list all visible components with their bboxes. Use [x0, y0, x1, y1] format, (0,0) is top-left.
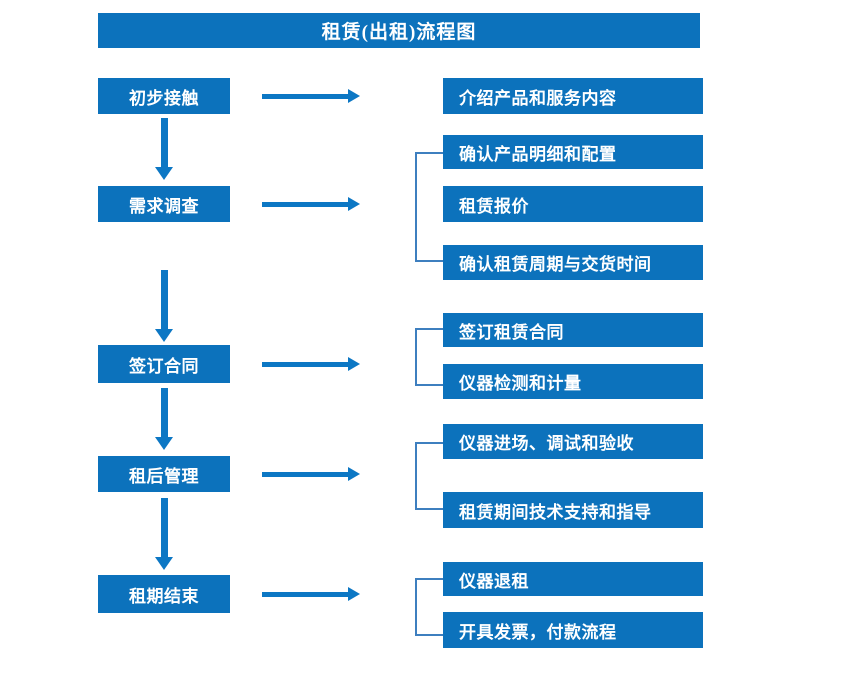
arrow-right-icon-3 [262, 466, 360, 482]
arrow-head [155, 167, 173, 180]
arrow-shaft [160, 498, 168, 557]
arrow-shaft [262, 201, 350, 207]
detail-box-2-0[interactable]: 签订租赁合同 [443, 313, 703, 347]
detail-label-1-2: 确认租赁周期与交货时间 [459, 255, 652, 274]
detail-box-2-1[interactable]: 仪器检测和计量 [443, 364, 703, 399]
diagram-title-text: 租赁(出租)流程图 [321, 22, 477, 43]
detail-label-1-1: 租赁报价 [459, 196, 529, 216]
stage-box-0[interactable]: 初步接触 [98, 78, 230, 114]
arrow-down-icon-0 [148, 118, 180, 180]
stage-box-3[interactable]: 租后管理 [98, 456, 230, 492]
detail-box-3-1[interactable]: 租赁期间技术支持和指导 [443, 492, 703, 528]
detail-box-1-1[interactable]: 租赁报价 [443, 186, 703, 222]
arrow-down-icon-1 [148, 270, 180, 342]
arrow-head [348, 357, 360, 371]
arrow-shaft [160, 118, 168, 167]
stage-label-3: 租后管理 [129, 466, 199, 486]
arrow-right-icon-2 [262, 356, 360, 372]
detail-label-2-1: 仪器检测和计量 [459, 374, 582, 393]
stage-label-1: 需求调查 [129, 196, 199, 216]
detail-box-3-0[interactable]: 仪器进场、调试和验收 [443, 424, 703, 459]
arrow-head [348, 89, 360, 103]
arrow-down-icon-3 [148, 498, 180, 570]
detail-box-0-0[interactable]: 介绍产品和服务内容 [443, 78, 703, 114]
detail-label-3-0: 仪器进场、调试和验收 [459, 434, 634, 453]
detail-label-0-0: 介绍产品和服务内容 [459, 88, 617, 108]
detail-box-4-1[interactable]: 开具发票，付款流程 [443, 612, 703, 648]
arrow-down-icon-2 [148, 388, 180, 450]
detail-box-1-0[interactable]: 确认产品明细和配置 [443, 135, 703, 169]
arrow-head [155, 437, 173, 450]
group-bracket-4 [415, 578, 443, 636]
arrow-head [155, 329, 173, 342]
arrow-shaft [262, 591, 350, 597]
arrow-right-icon-1 [262, 196, 360, 212]
detail-label-4-0: 仪器退租 [459, 571, 529, 591]
detail-box-1-2[interactable]: 确认租赁周期与交货时间 [443, 245, 703, 280]
group-bracket-3 [415, 442, 443, 510]
arrow-shaft [262, 471, 350, 477]
arrow-shaft [262, 361, 350, 367]
arrow-head [348, 467, 360, 481]
group-bracket-2 [415, 328, 443, 386]
detail-label-1-0: 确认产品明细和配置 [459, 144, 617, 164]
arrow-shaft [262, 93, 350, 99]
stage-box-2[interactable]: 签订合同 [98, 345, 230, 383]
arrow-head [155, 557, 173, 570]
arrow-right-icon-0 [262, 88, 360, 104]
detail-label-2-0: 签订租赁合同 [459, 322, 564, 342]
arrow-right-icon-4 [262, 586, 360, 602]
stage-label-2: 签订合同 [129, 356, 199, 376]
diagram-title-banner: 租赁(出租)流程图 [98, 13, 700, 48]
arrow-head [348, 197, 360, 211]
arrow-head [348, 587, 360, 601]
arrow-shaft [160, 388, 168, 437]
stage-box-4[interactable]: 租期结束 [98, 575, 230, 613]
detail-box-4-0[interactable]: 仪器退租 [443, 562, 703, 596]
arrow-shaft [160, 270, 168, 329]
stage-box-1[interactable]: 需求调查 [98, 186, 230, 222]
stage-label-0: 初步接触 [129, 88, 199, 108]
detail-label-4-1: 开具发票，付款流程 [459, 622, 617, 642]
detail-label-3-1: 租赁期间技术支持和指导 [459, 502, 652, 522]
group-bracket-1 [415, 152, 443, 262]
stage-label-4: 租期结束 [129, 586, 199, 606]
